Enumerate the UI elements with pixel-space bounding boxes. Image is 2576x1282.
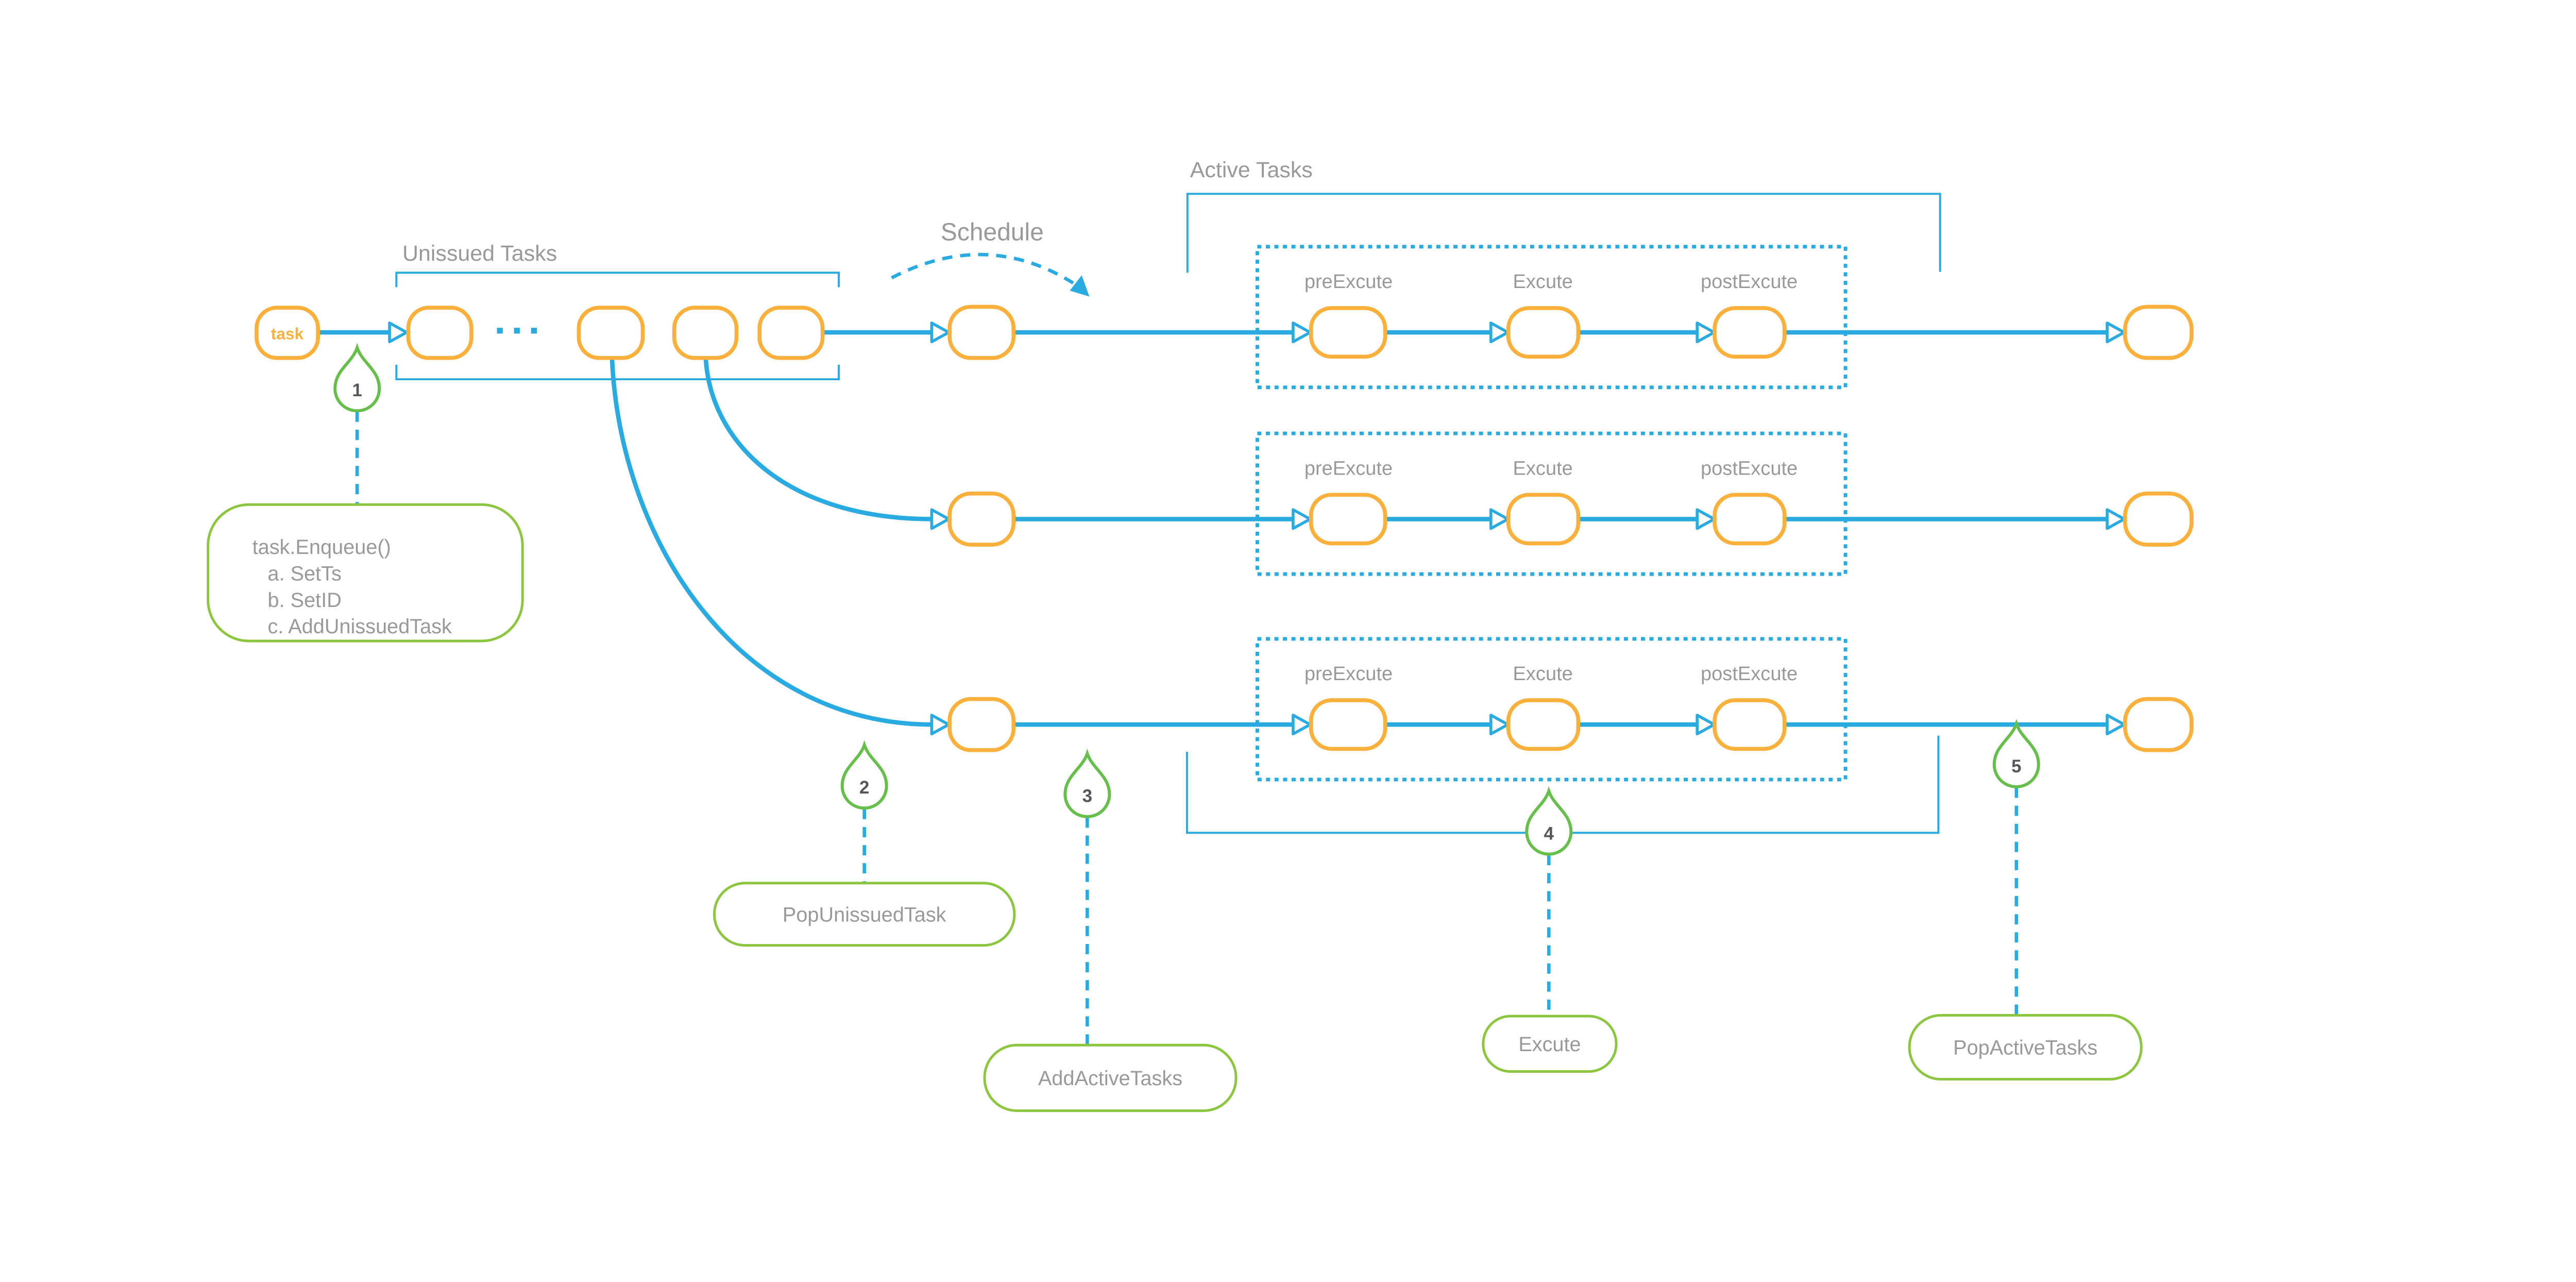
active-task-box-row1 — [1255, 245, 1848, 390]
arrowhead-icon — [1292, 714, 1312, 736]
arrowhead-icon — [2106, 714, 2126, 736]
scheduled-task-node-row1 — [947, 305, 1016, 360]
flow-curve-queue-to-schedule-row2 — [703, 359, 933, 521]
postexcute-node-row1 — [1713, 306, 1787, 359]
task-node — [255, 306, 320, 360]
arrowhead-icon — [1292, 508, 1312, 530]
schedule-label: Schedule — [941, 218, 1044, 246]
arrowhead-icon — [1696, 714, 1716, 736]
unissued-queue-node-3 — [672, 306, 739, 360]
step-marker-4-number: 4 — [1544, 824, 1554, 844]
stage-label-postexcute-row2: postExcute — [1701, 458, 1798, 479]
step-marker-2-number: 2 — [859, 778, 869, 798]
callout-task-enqueue-line2: a. SetTs — [268, 563, 342, 585]
stage-label-excute-row2: Excute — [1513, 458, 1573, 479]
unissued-queue-node-1 — [406, 306, 473, 360]
arrowhead-icon — [388, 322, 409, 344]
preexcute-node-row2 — [1309, 493, 1387, 546]
preexcute-node-row1 — [1309, 306, 1387, 359]
stage-label-preexcute-row1: preExcute — [1304, 271, 1393, 293]
schedule-arc-arrowhead-icon — [1070, 275, 1090, 297]
arrowhead-icon — [1696, 508, 1716, 530]
stage-label-excute-row3: Excute — [1513, 663, 1573, 685]
unissued-tasks-bracket-bottom — [395, 364, 840, 381]
callout-task-enqueue-line3: b. SetID — [268, 589, 342, 612]
callout-pop-unissued-task-text: PopUnissuedTask — [783, 903, 946, 926]
step-marker-1-number: 1 — [352, 381, 362, 400]
stage-label-preexcute-row2: preExcute — [1304, 458, 1393, 479]
step-marker-2 — [840, 740, 888, 810]
step-marker-3-number: 3 — [1082, 787, 1092, 806]
active-tasks-label: Active Tasks — [1190, 158, 1313, 182]
callout-task-enqueue-line1: task.Enqueue() — [252, 536, 391, 559]
active-task-box-row3 — [1255, 637, 1848, 782]
arrowhead-icon — [930, 714, 951, 736]
arrowhead-icon — [1489, 322, 1510, 344]
stage-label-postexcute-row3: postExcute — [1701, 663, 1798, 685]
callout-pop-active-tasks-text: PopActiveTasks — [1953, 1036, 2097, 1059]
unissued-tasks-bracket-top — [395, 272, 840, 288]
end-node-row2 — [2123, 491, 2194, 547]
callout-pop-unissued-task — [713, 882, 1016, 947]
callout-pop-active-tasks — [1908, 1014, 2143, 1081]
flow-curve-queue-to-schedule-row3 — [609, 359, 933, 727]
postexcute-node-row3 — [1713, 698, 1787, 751]
stage-label-excute-row1: Excute — [1513, 271, 1573, 293]
arrowhead-icon — [930, 508, 951, 530]
arrowhead-icon — [1292, 322, 1312, 344]
callout-task-enqueue-line4: c. AddUnissuedTask — [268, 615, 452, 638]
callout-add-active-tasks — [983, 1043, 1238, 1112]
callout-task-enqueue — [207, 503, 524, 643]
arrowhead-icon — [2106, 508, 2126, 530]
callout-excute — [1482, 1015, 1618, 1073]
step-marker-5-number: 5 — [2011, 757, 2021, 777]
arrowhead-icon — [2106, 322, 2126, 344]
preexcute-node-row3 — [1309, 698, 1387, 751]
active-tasks-bracket-top — [1186, 193, 1941, 273]
arrowhead-icon — [1489, 508, 1510, 530]
unissued-queue-node-4 — [757, 306, 825, 360]
callout-excute-text: Excute — [1518, 1033, 1581, 1056]
excute-node-row1 — [1506, 306, 1581, 359]
step-marker-1 — [333, 343, 381, 413]
task-node-label: task — [271, 324, 304, 343]
unissued-tasks-label: Unissued Tasks — [402, 241, 557, 266]
schedule-arc — [891, 252, 1082, 290]
end-node-row3 — [2123, 697, 2194, 752]
step-marker-3 — [1063, 749, 1111, 818]
scheduled-task-node-row3 — [947, 697, 1016, 752]
postexcute-node-row2 — [1713, 493, 1787, 546]
arrowhead-icon — [930, 322, 951, 344]
arrowhead-icon — [1696, 322, 1716, 344]
step-marker-4 — [1525, 786, 1573, 856]
excute-node-row2 — [1506, 493, 1581, 546]
end-node-row1 — [2123, 305, 2194, 360]
queue-ellipsis-icon — [497, 328, 537, 334]
scheduled-task-node-row2 — [947, 491, 1016, 547]
arrowhead-icon — [1489, 714, 1510, 736]
step-marker-5 — [1992, 719, 2040, 788]
active-task-box-row2 — [1255, 431, 1848, 576]
stage-label-preexcute-row3: preExcute — [1304, 663, 1393, 685]
unissued-queue-node-2 — [577, 306, 645, 360]
callout-add-active-tasks-text: AddActiveTasks — [1038, 1067, 1182, 1090]
stage-label-postexcute-row1: postExcute — [1701, 271, 1798, 293]
excute-node-row3 — [1506, 698, 1581, 751]
